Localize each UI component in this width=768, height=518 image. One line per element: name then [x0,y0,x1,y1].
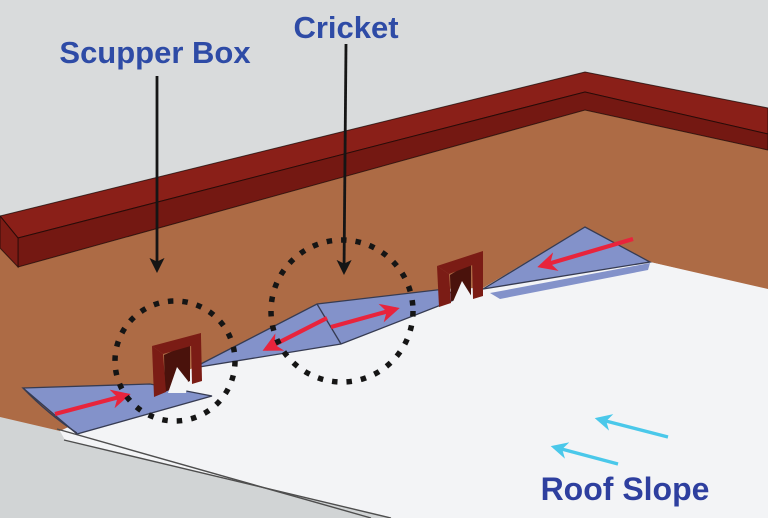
scupper-box-right-leg-left [437,266,451,307]
label-roof-slope: Roof Slope [541,471,710,507]
callout-circle-cricket [268,237,416,385]
scupper-box-left-drain [168,367,188,393]
flow-arrow-middle-right [330,303,400,330]
scupper-box-right-top [437,251,483,274]
label-cricket: Cricket [293,10,398,45]
callout-circle-scupper-box [112,298,238,424]
cricket-left [21,383,213,435]
parapet-cap-end [0,215,19,269]
scupper-box-left-leg-right [191,337,202,384]
flow-arrow-left-cricket [54,389,131,417]
label-scupper-box: Scupper Box [59,35,251,70]
cricket-left-ridge [22,387,78,434]
callout-arrow-cricket [336,43,352,276]
scupper-box-left [152,333,202,397]
slope-arrow-lower [550,442,619,466]
cricket-right-base-band [490,263,650,299]
cricket-middle-ridge [316,303,342,345]
slope-arrow-upper [594,414,669,439]
roof-surface [60,227,768,518]
ground [0,417,391,518]
scupper-box-right [437,251,483,307]
scupper-box-right-leg-right [472,255,483,299]
scupper-box-left-top [152,333,201,354]
scupper-box-right-drain [452,281,472,305]
roof-edge-line-upper [56,428,372,518]
roof-edge-line-lower [63,439,392,518]
flow-arrow-right-cricket [537,236,634,271]
scupper-box-left-leg-left [152,346,166,397]
